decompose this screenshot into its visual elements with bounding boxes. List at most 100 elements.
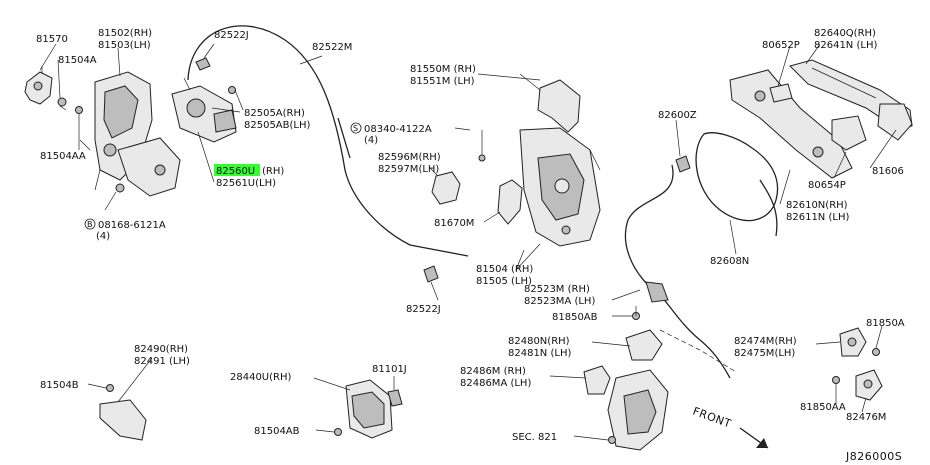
label-82600Z: 82600Z	[658, 110, 697, 121]
front-arrow-icon	[739, 427, 769, 449]
label-81504A: 81504A	[58, 55, 97, 66]
label-81606: 81606	[872, 166, 904, 177]
bracket-82490	[99, 384, 147, 441]
label-82475M: 82475M(LH)	[734, 348, 795, 359]
gasket-80654P	[831, 115, 867, 151]
label-82490: 82490(RH)	[134, 344, 188, 355]
label-82522M: 82522M	[312, 42, 352, 53]
label-08168-qty: (4)	[96, 231, 110, 242]
handle-base-82610N	[729, 69, 853, 179]
label-81550M: 81550M (RH)	[410, 64, 476, 75]
stopper-82486M	[583, 365, 611, 395]
clip-82522J-bottom	[423, 265, 439, 301]
label-81504AB: 81504AB	[254, 426, 300, 437]
striker-82474M	[839, 327, 867, 357]
escutcheon-81606	[877, 103, 913, 141]
screw-08340	[478, 130, 486, 162]
label-81502: 81502(RH)	[98, 28, 152, 39]
screw-81850AB	[632, 306, 640, 320]
label-82610N: 82610N(RH)	[786, 200, 848, 211]
label-82481N: 82481N (LH)	[508, 348, 571, 359]
inner-handle-bracket	[607, 369, 669, 451]
label-81551M: 81551M (LH)	[410, 76, 475, 87]
label-08168: 08168-6121A	[98, 220, 166, 231]
label-82523M: 82523M (RH)	[524, 284, 590, 295]
label-81503: 81503(LH)	[98, 40, 151, 51]
label-82561U: 82561U(LH)	[216, 178, 276, 189]
gasket-80652P	[769, 83, 793, 103]
svg-text:B: B	[87, 220, 93, 229]
label-82486M: 82486M (RH)	[460, 366, 526, 377]
label-82597M: 82597M(LH)	[378, 164, 439, 175]
label-82505A: 82505A(RH)	[244, 108, 305, 119]
label-82480N: 82480N(RH)	[508, 336, 570, 347]
bolt-symbol-08168: B	[84, 218, 96, 230]
label-81504AA: 81504AA	[40, 151, 86, 162]
label-08340-qty: (4)	[364, 135, 378, 146]
label-82596M: 82596M(RH)	[378, 152, 441, 163]
label-08340: 08340-4122A	[364, 124, 432, 135]
leader-lines	[39, 43, 897, 441]
label-28440U: 28440U(RH)	[230, 372, 292, 383]
diagram-code: J826000S	[845, 450, 902, 463]
label-81570: 81570	[36, 34, 68, 45]
screw-81504A	[57, 97, 67, 111]
label-82608N: 82608N	[710, 256, 749, 267]
label-82641N: 82641N (LH)	[814, 40, 877, 51]
highlight-82560U	[214, 164, 260, 176]
label-81505: 81505 (LH)	[476, 276, 532, 287]
bracket-82596M	[431, 171, 461, 205]
screw-82505A	[228, 86, 244, 111]
label-81504B: 81504B	[40, 380, 79, 391]
label-82505AB: 82505AB(LH)	[244, 120, 311, 131]
label-82523MA: 82523MA (LH)	[524, 296, 595, 307]
actuator-82560U	[171, 77, 237, 143]
cable-82608N	[695, 132, 779, 222]
label-82486MA: 82486MA (LH)	[460, 378, 531, 389]
clip-82523M	[645, 281, 669, 303]
bracket-82480N	[625, 329, 663, 361]
leader-dashed-sec821	[659, 329, 737, 373]
clip-81101J	[387, 389, 403, 407]
svg-text:S: S	[353, 124, 358, 133]
clip-82600Z	[675, 155, 691, 173]
label-82560U-rh: (RH)	[262, 166, 284, 177]
label-82491: 82491 (LH)	[134, 356, 190, 367]
label-82640Q: 82640Q(RH)	[814, 28, 876, 39]
screw-81504AB	[334, 428, 342, 436]
bracket-81570	[24, 66, 53, 105]
label-82560U: 82560U	[216, 166, 255, 177]
label-82476M: 82476M	[846, 412, 886, 423]
label-81850AA: 81850AA	[800, 402, 846, 413]
label-80652P: 80652P	[762, 40, 800, 51]
label-81101J: 81101J	[372, 364, 407, 375]
bolt-symbol-08340: S	[350, 122, 362, 134]
rod-82610N	[759, 179, 778, 237]
module-28440U	[345, 379, 393, 439]
latch-81504	[515, 127, 601, 271]
label-front: FRONT	[691, 405, 733, 431]
label-sec821: SEC. 821	[512, 432, 557, 443]
label-80654P: 80654P	[808, 180, 846, 191]
cable-82522M	[187, 25, 469, 257]
door-lock-assembly	[94, 71, 181, 197]
label-81850A: 81850A	[866, 318, 905, 329]
label-82522J-bottom: 82522J	[406, 304, 441, 315]
label-82474M: 82474M(RH)	[734, 336, 797, 347]
label-81670M: 81670M	[434, 218, 474, 229]
label-81504: 81504 (RH)	[476, 264, 533, 275]
clip-82522J-top	[195, 43, 215, 71]
screw-81850AA	[832, 376, 840, 398]
label-81850AB: 81850AB	[552, 312, 598, 323]
screw-81504AA	[75, 106, 83, 150]
cable-82522M-sleeve	[337, 117, 351, 159]
screw-81850A	[872, 348, 880, 356]
lock-cover-81550M	[519, 73, 581, 133]
label-82522J-top: 82522J	[214, 30, 249, 41]
lever-81670M	[497, 179, 523, 225]
label-82611N: 82611N (LH)	[786, 212, 849, 223]
striker-82476M	[855, 369, 883, 401]
screw-08168	[104, 183, 125, 211]
